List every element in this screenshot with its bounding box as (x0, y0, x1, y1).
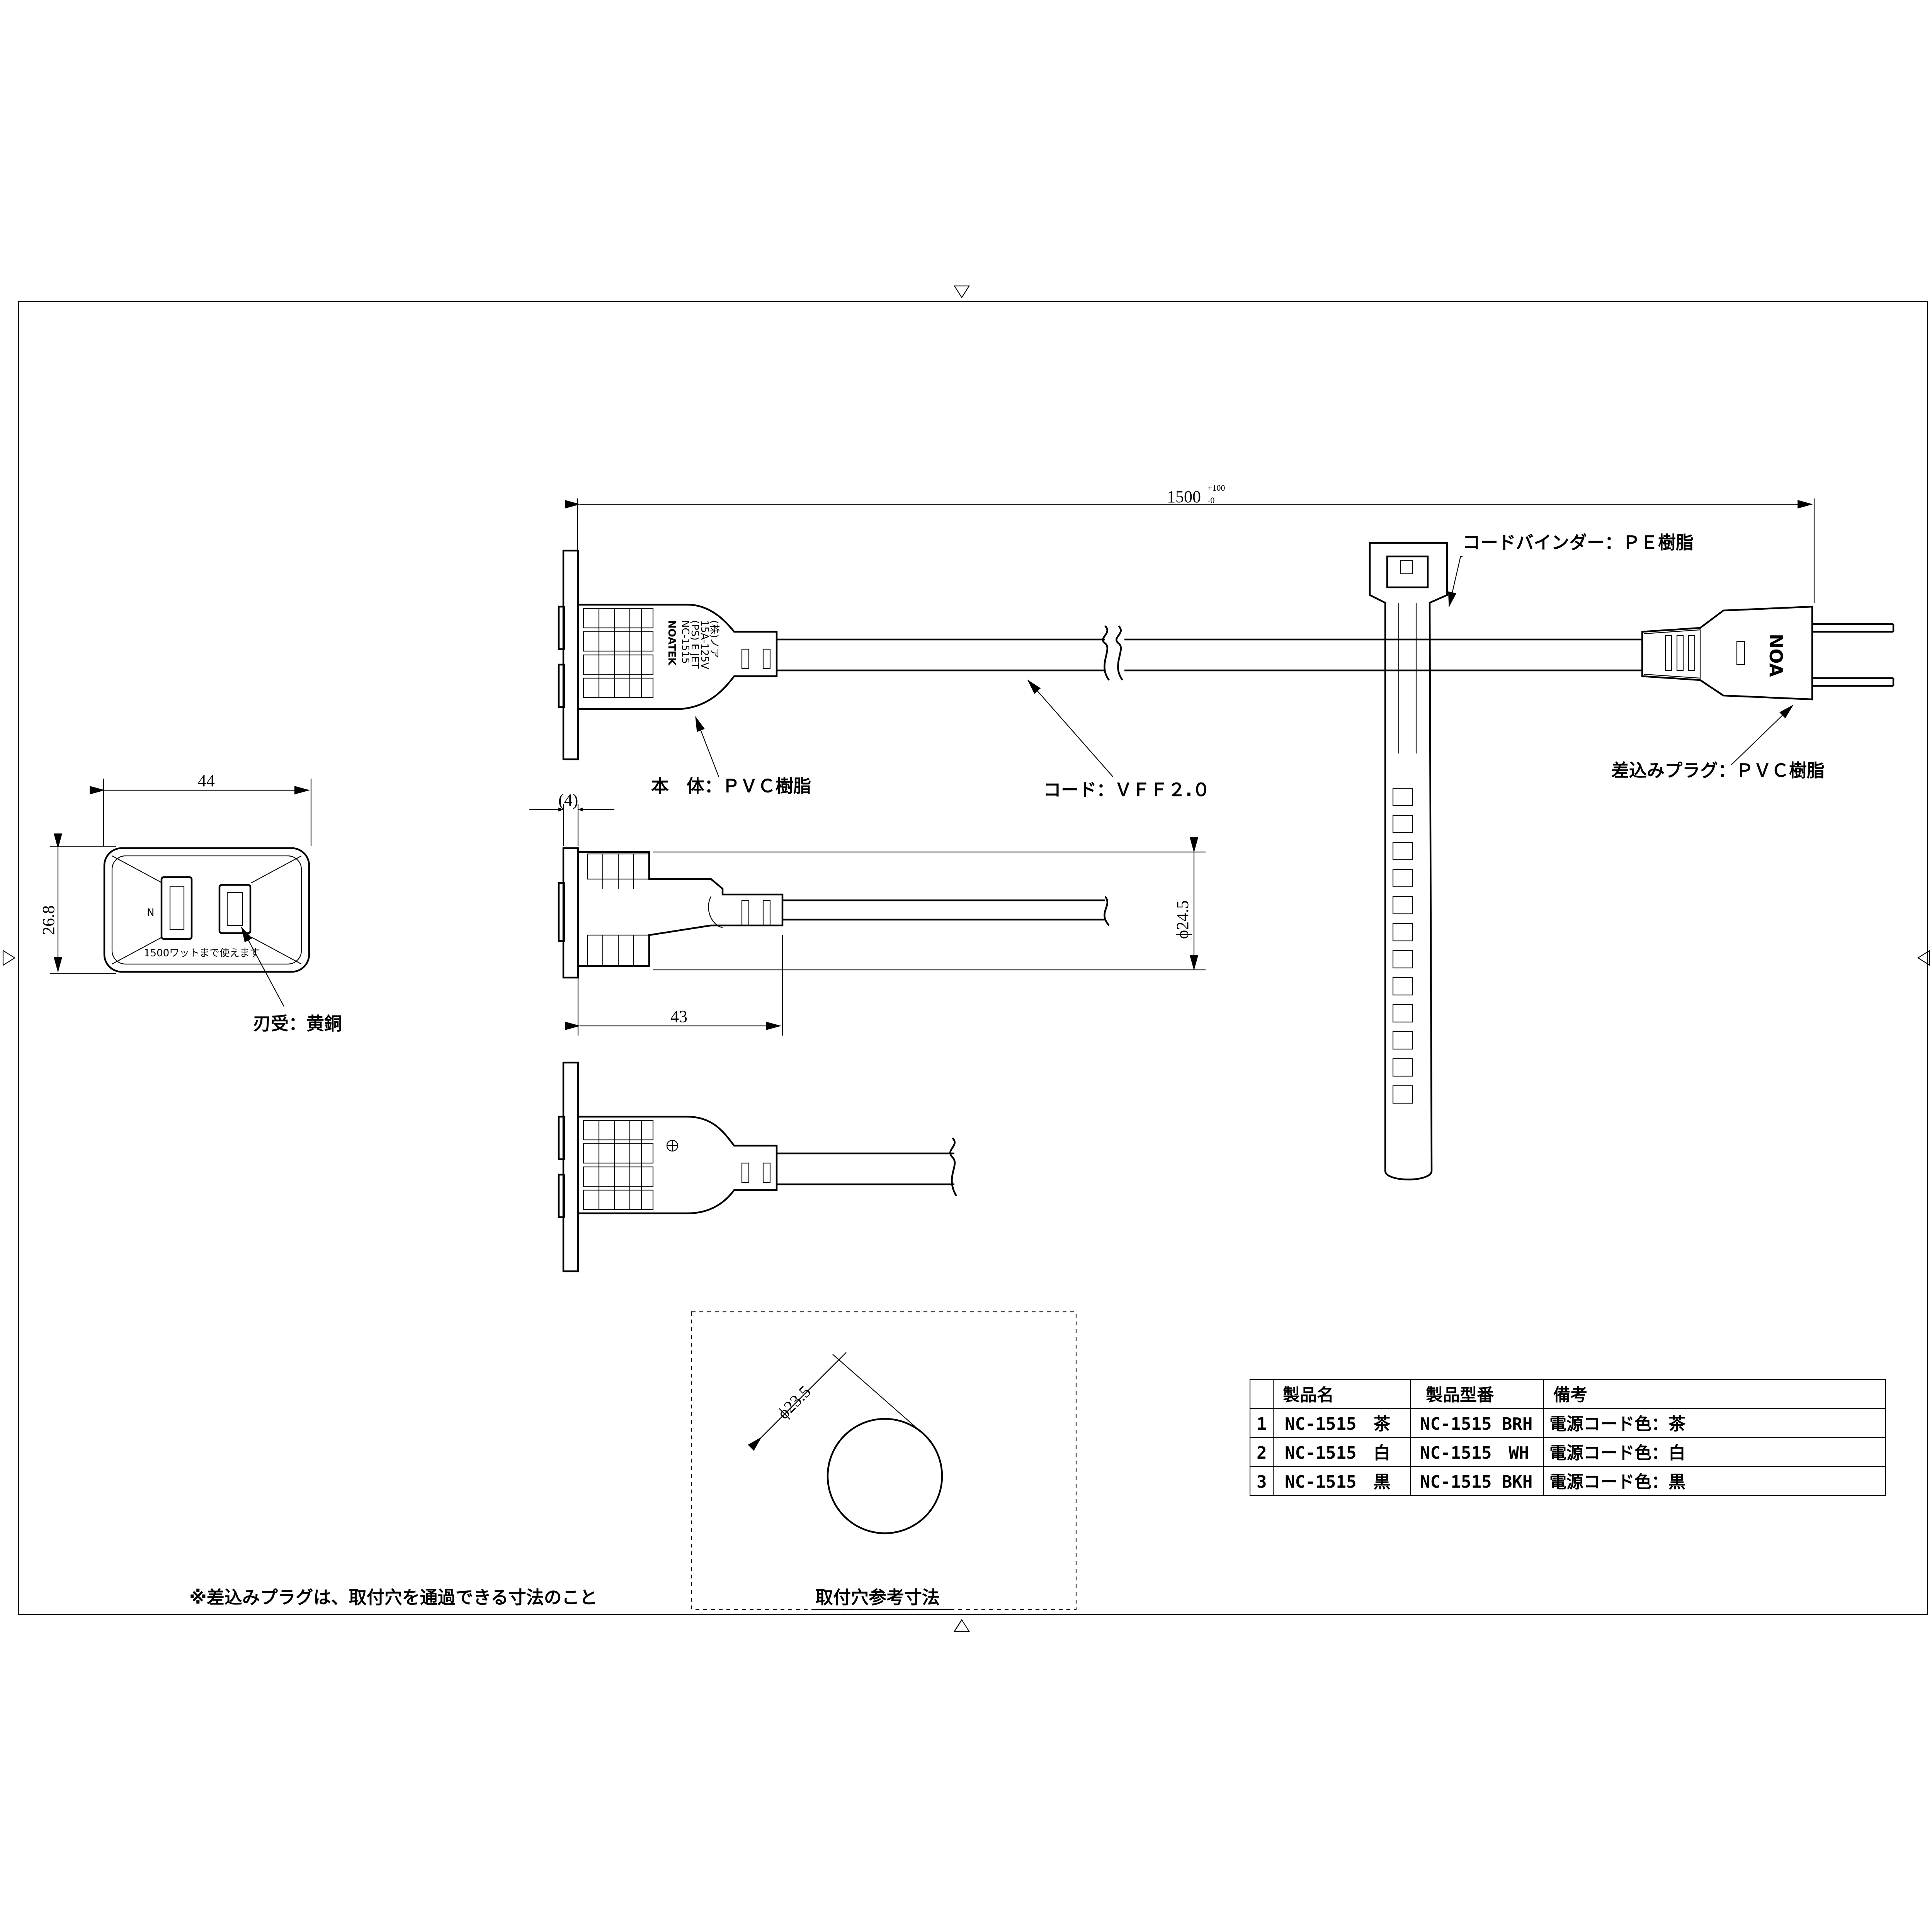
side-view: (4) ϕ24.5 43 (529, 791, 1206, 1036)
left-center-mark (2, 950, 16, 966)
front-height-value: 26.8 (39, 905, 58, 935)
top-view: 1500 +100 -0 NOATEK NC-1515 (PS) E JET 1… (558, 483, 1895, 1180)
bottom-center-mark (954, 1619, 970, 1632)
outlet-body (577, 604, 778, 710)
bottom-view (558, 1061, 957, 1272)
table-header-name: 製品名 (1283, 1385, 1334, 1405)
outlet-face (103, 847, 310, 973)
table-row-model: NC-1515 WH (1420, 1443, 1529, 1463)
plug-logo: NOA (1765, 634, 1786, 677)
hole-diameter-value: ϕ23.5 (774, 1382, 814, 1423)
binder-slots (1392, 787, 1413, 1104)
plug: NOA (1641, 605, 1895, 701)
body-label: 本 体：ＰＶＣ樹脂 (651, 776, 811, 796)
marking-line-2: (PS) E JET (689, 620, 701, 669)
plug-label: 差込みプラグ：ＰＶＣ樹脂 (1611, 760, 1825, 781)
marking-line-1: NC-1515 (679, 620, 691, 664)
tolerance-lower: -0 (1208, 495, 1214, 505)
side-ribs (587, 853, 650, 967)
marking-line-3: 15A-125V (699, 620, 710, 669)
cord-binder-label: コードバインダー：ＰＥ樹脂 (1463, 532, 1694, 553)
top-center-mark (954, 285, 970, 299)
flange-thickness-value: (4) (558, 791, 578, 810)
table-row-name: NC-1515 黒 (1285, 1472, 1390, 1492)
table-row-name: NC-1515 茶 (1285, 1414, 1391, 1434)
grip-ribs (583, 608, 654, 698)
table-row-model: NC-1515 BKH (1420, 1472, 1532, 1492)
product-table: 製品名 製品型番 備考 1 NC-1515 茶 NC-1515 BRH 電源コー… (1249, 1379, 1886, 1496)
overall-length-value: 1500 (1167, 487, 1201, 506)
brand-marking: NOATEK (666, 620, 677, 666)
product-marking: NOATEK NC-1515 (PS) E JET 15A-125V (株)ノア (666, 620, 720, 669)
body-length-value: 43 (670, 1007, 687, 1026)
table-row-no: 1 (1257, 1414, 1267, 1434)
blade-material-label: 刃受：黄銅 (253, 1013, 342, 1034)
neutral-slot (160, 876, 193, 940)
side-flange (562, 847, 579, 979)
body-diameter-value: ϕ24.5 (1173, 900, 1192, 939)
neutral-mark: N (147, 907, 154, 918)
front-face-view: 44 26.8 N 1500ワットまで使えます 刃受：黄銅 (39, 771, 342, 1034)
hole-reference-label: 取付穴参考寸法 (815, 1587, 940, 1608)
table-header-note: 備考 (1553, 1385, 1587, 1405)
front-width-value: 44 (198, 771, 215, 790)
cord-binder (1369, 542, 1448, 1180)
table-row-name: NC-1515 白 (1285, 1443, 1390, 1463)
drawing-frame (18, 301, 1928, 1615)
marking-line-4: (株)ノア (708, 620, 720, 658)
table-header-model: 製品型番 (1426, 1385, 1494, 1405)
mounting-hole (827, 1418, 943, 1534)
mounting-hole-view: ϕ23.5 取付穴参考寸法 (691, 1311, 1077, 1610)
table-row-no: 2 (1257, 1443, 1267, 1463)
table-row-model: NC-1515 BRH (1420, 1414, 1532, 1434)
table-row-note: 電源コード色：白 (1549, 1443, 1685, 1463)
flange (562, 549, 579, 760)
right-center-mark (1917, 950, 1930, 966)
live-slot (218, 884, 252, 934)
cord-label: コード：ＶＦＦ２.０ (1043, 779, 1210, 800)
tolerance-upper: +100 (1208, 483, 1225, 493)
table-row-no: 3 (1257, 1472, 1267, 1492)
rating-text: 1500ワットまで使えます (144, 947, 260, 959)
table-row-note: 電源コード色：茶 (1549, 1414, 1686, 1434)
plug-pass-note: ※差込みプラグは、取付穴を通過できる寸法のこと (189, 1587, 597, 1608)
table-row-note: 電源コード色：黒 (1549, 1472, 1685, 1492)
